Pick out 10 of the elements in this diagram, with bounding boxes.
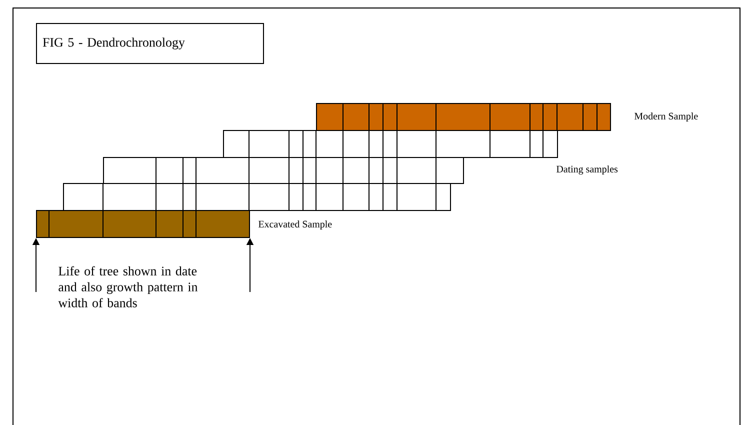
title-box: FIG 5 - Dendrochronology: [36, 23, 264, 64]
tree-ring-band: [63, 182, 451, 211]
band-label: Excavated Sample: [258, 220, 332, 230]
note-text: Life of tree shown in date and also growth pattern in width of bands: [58, 266, 198, 308]
tree-ring-band: [223, 130, 558, 158]
tree-ring-band: [36, 210, 250, 238]
group-label: Dating samples: [556, 165, 618, 175]
tree-ring-band: [316, 102, 611, 131]
tree-ring-band: [103, 156, 464, 184]
band-label: Modern Sample: [634, 112, 698, 122]
